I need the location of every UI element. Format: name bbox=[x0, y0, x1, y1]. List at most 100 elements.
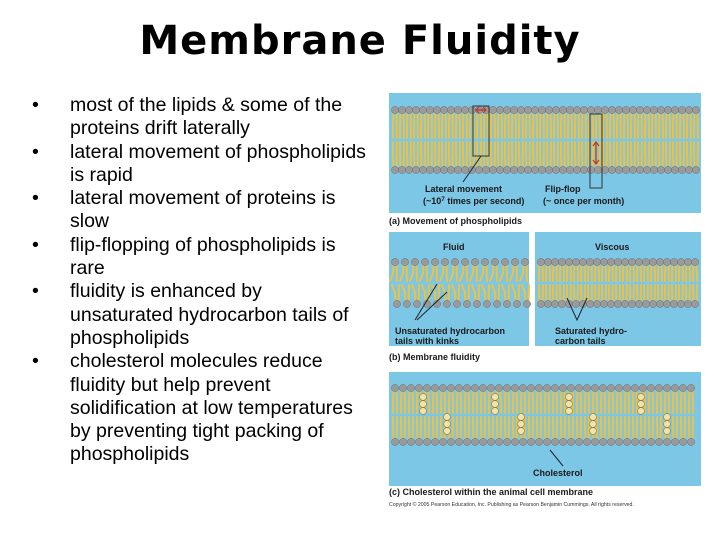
bullet-item: •lateral movement of phospholipids is ra… bbox=[26, 141, 366, 188]
phospholipid bbox=[454, 141, 462, 174]
phospholipid bbox=[527, 416, 535, 446]
pointer-line bbox=[549, 449, 564, 467]
phospholipid bbox=[572, 258, 580, 282]
phospholipid bbox=[531, 141, 539, 174]
phospholipid bbox=[594, 106, 602, 139]
phospholipid bbox=[614, 284, 622, 308]
phospholipid bbox=[409, 258, 419, 282]
phospholipid bbox=[636, 106, 644, 139]
bullet-text: fluidity is enhanced by unsaturated hydr… bbox=[70, 280, 349, 349]
phospholipid bbox=[433, 141, 441, 174]
cholesterol-molecule bbox=[491, 393, 499, 415]
phospholipid bbox=[565, 258, 573, 282]
label-flip-flop: Flip-flop bbox=[545, 184, 581, 194]
phospholipid bbox=[559, 384, 567, 414]
phospholipid bbox=[635, 284, 643, 308]
phospholipid bbox=[586, 284, 594, 308]
phospholipid bbox=[439, 384, 447, 414]
phospholipid bbox=[447, 384, 455, 414]
phospholipid bbox=[663, 258, 671, 282]
phospholipid bbox=[583, 416, 591, 446]
phospholipid bbox=[600, 284, 608, 308]
phospholipid bbox=[558, 284, 566, 308]
phospholipid bbox=[501, 284, 511, 308]
phospholipid bbox=[431, 416, 439, 446]
bullet-text: lateral movement of proteins is slow bbox=[70, 187, 336, 233]
phospholipid bbox=[607, 284, 615, 308]
phospholipid bbox=[509, 258, 519, 282]
phospholipid bbox=[608, 106, 616, 139]
phospholipid bbox=[454, 106, 462, 139]
cholesterol-bilayer bbox=[391, 384, 695, 446]
phospholipid bbox=[664, 141, 672, 174]
label-unsaturated: Unsaturated hydrocarbon bbox=[395, 326, 505, 336]
label-lateral-rate: (~107 times per second) bbox=[423, 196, 524, 206]
pointer-line bbox=[566, 297, 588, 322]
phospholipid bbox=[538, 106, 546, 139]
phospholipid bbox=[431, 284, 441, 308]
phospholipid bbox=[587, 141, 595, 174]
phospholipid bbox=[543, 384, 551, 414]
phospholipid bbox=[636, 141, 644, 174]
phospholipid bbox=[455, 416, 463, 446]
panel-b-viscous-background bbox=[535, 232, 701, 346]
bullet-item: •cholesterol molecules reduce fluidity b… bbox=[26, 350, 366, 466]
phospholipid bbox=[614, 258, 622, 282]
bullet-text: lateral movement of phospholipids is rap… bbox=[70, 140, 366, 186]
slide-title: Membrane Fluidity bbox=[139, 18, 581, 64]
phospholipid bbox=[389, 258, 399, 282]
phospholipid bbox=[551, 384, 559, 414]
phospholipid bbox=[580, 106, 588, 139]
phospholipid bbox=[511, 284, 521, 308]
phospholipid bbox=[567, 416, 575, 446]
phospholipid bbox=[407, 384, 415, 414]
phospholipid bbox=[575, 416, 583, 446]
phospholipid bbox=[391, 416, 399, 446]
phospholipid bbox=[591, 384, 599, 414]
cholesterol-molecule bbox=[419, 393, 427, 415]
phospholipid bbox=[647, 384, 655, 414]
phospholipid bbox=[491, 284, 501, 308]
phospholipid bbox=[623, 416, 631, 446]
label-lateral-movement: Lateral movement bbox=[425, 184, 502, 194]
phospholipid bbox=[399, 258, 409, 282]
phospholipid bbox=[639, 416, 647, 446]
phospholipid bbox=[535, 384, 543, 414]
label-saturated-tails: carbon tails bbox=[555, 336, 606, 346]
phospholipid bbox=[559, 106, 567, 139]
phospholipid bbox=[635, 258, 643, 282]
phospholipid bbox=[642, 258, 650, 282]
phospholipid bbox=[391, 284, 401, 308]
phospholipid bbox=[687, 416, 695, 446]
phospholipid bbox=[643, 106, 651, 139]
phospholipid bbox=[678, 106, 686, 139]
bullet-item: •flip-flopping of phospholipids is rare bbox=[26, 234, 366, 281]
phospholipid bbox=[663, 416, 671, 446]
phospholipid bbox=[405, 106, 413, 139]
phospholipid bbox=[631, 416, 639, 446]
phospholipid bbox=[429, 258, 439, 282]
phospholipid bbox=[544, 284, 552, 308]
bullet-icon: • bbox=[32, 350, 39, 373]
phospholipid bbox=[551, 284, 559, 308]
phospholipid bbox=[622, 106, 630, 139]
phospholipid bbox=[479, 416, 487, 446]
phospholipid bbox=[503, 384, 511, 414]
membrane-figure: Lateral movement (~107 times per second)… bbox=[385, 92, 705, 512]
phospholipid bbox=[479, 384, 487, 414]
lateral-movement-box bbox=[462, 105, 490, 183]
phospholipid bbox=[495, 416, 503, 446]
phospholipid bbox=[503, 141, 511, 174]
phospholipid bbox=[461, 284, 471, 308]
phospholipid bbox=[439, 258, 449, 282]
phospholipid bbox=[439, 416, 447, 446]
pointer-line bbox=[416, 291, 448, 321]
copyright-text: Copyright © 2005 Pearson Education, Inc.… bbox=[389, 501, 634, 508]
phospholipid bbox=[433, 106, 441, 139]
phospholipid bbox=[391, 106, 399, 139]
phospholipid bbox=[471, 384, 479, 414]
phospholipid bbox=[391, 384, 399, 414]
phospholipid bbox=[391, 141, 399, 174]
bullet-icon: • bbox=[32, 233, 39, 256]
phospholipid bbox=[412, 141, 420, 174]
